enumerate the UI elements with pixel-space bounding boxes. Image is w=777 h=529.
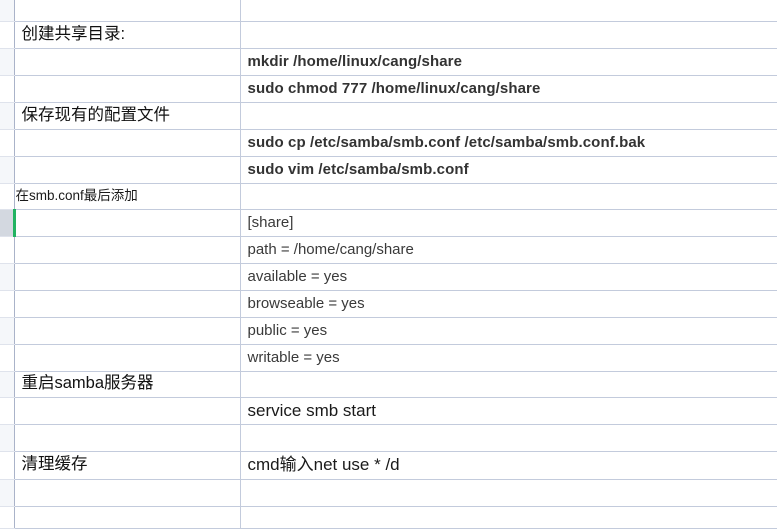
cell-value[interactable]: [share] [240, 209, 777, 236]
cell-label[interactable]: 重启samba服务器 [14, 371, 240, 397]
row-header[interactable] [0, 263, 14, 290]
cell-value-text: available = yes [241, 269, 777, 285]
table-row[interactable]: 在smb.conf最后添加 [0, 183, 777, 209]
cell-value[interactable]: mkdir /home/linux/cang/share [240, 48, 777, 75]
row-header[interactable] [0, 0, 14, 21]
row-header[interactable] [0, 344, 14, 371]
cell-value-text: path = /home/cang/share [241, 242, 777, 258]
cell-value-text: service smb start [241, 402, 777, 420]
cell-value-text: browseable = yes [241, 296, 777, 312]
row-header[interactable] [0, 75, 14, 102]
cell-label[interactable] [14, 209, 240, 236]
cell-label[interactable]: 创建共享目录: [14, 21, 240, 48]
table-row[interactable]: 重启samba服务器 [0, 371, 777, 397]
cell-label[interactable] [14, 397, 240, 424]
cell-label[interactable] [14, 0, 240, 21]
cell-label-text: 保存现有的配置文件 [15, 107, 240, 124]
cell-label[interactable] [14, 156, 240, 183]
cell-value-text: writable = yes [241, 350, 777, 366]
cell-value-text: [share] [241, 215, 777, 231]
cell-label-text: 清理缓存 [15, 456, 240, 473]
cell-label[interactable] [14, 317, 240, 344]
table-row[interactable]: browseable = yes [0, 290, 777, 317]
table-row[interactable]: writable = yes [0, 344, 777, 371]
row-header[interactable] [0, 506, 14, 528]
row-header[interactable] [0, 156, 14, 183]
cell-label[interactable] [14, 236, 240, 263]
cell-value[interactable]: cmd输入net use * /d [240, 451, 777, 479]
table-row[interactable]: 保存现有的配置文件 [0, 102, 777, 129]
cell-value[interactable]: public = yes [240, 317, 777, 344]
table-row[interactable]: public = yes [0, 317, 777, 344]
table-row[interactable] [0, 424, 777, 451]
cell-label[interactable] [14, 344, 240, 371]
cell-value[interactable] [240, 424, 777, 451]
row-header[interactable] [0, 290, 14, 317]
cell-value[interactable]: sudo vim /etc/samba/smb.conf [240, 156, 777, 183]
cell-value[interactable] [240, 102, 777, 129]
table-row[interactable] [0, 479, 777, 506]
cell-value-text: public = yes [241, 323, 777, 339]
table-row[interactable] [0, 506, 777, 528]
cell-value[interactable] [240, 371, 777, 397]
cell-value[interactable]: sudo cp /etc/samba/smb.conf /etc/samba/s… [240, 129, 777, 156]
cell-value[interactable] [240, 183, 777, 209]
row-header[interactable] [0, 424, 14, 451]
cell-value[interactable]: writable = yes [240, 344, 777, 371]
table-row[interactable]: sudo cp /etc/samba/smb.conf /etc/samba/s… [0, 129, 777, 156]
cell-label[interactable] [14, 424, 240, 451]
cell-label[interactable]: 保存现有的配置文件 [14, 102, 240, 129]
cell-label[interactable]: 清理缓存 [14, 451, 240, 479]
cell-label[interactable] [14, 290, 240, 317]
cell-value-text: sudo vim /etc/samba/smb.conf [241, 162, 777, 178]
cell-value[interactable]: service smb start [240, 397, 777, 424]
row-header[interactable] [0, 479, 14, 506]
cell-value[interactable] [240, 0, 777, 21]
cell-value[interactable]: browseable = yes [240, 290, 777, 317]
row-header[interactable] [0, 48, 14, 75]
row-header-selected[interactable] [0, 209, 14, 236]
row-header[interactable] [0, 183, 14, 209]
table-row[interactable]: service smb start [0, 397, 777, 424]
table-row[interactable] [0, 0, 777, 21]
cell-value-text: sudo chmod 777 /home/linux/cang/share [241, 81, 777, 97]
cell-value-text: mkdir /home/linux/cang/share [241, 54, 777, 70]
table-row[interactable]: 创建共享目录: [0, 21, 777, 48]
row-header[interactable] [0, 371, 14, 397]
table-row[interactable]: sudo chmod 777 /home/linux/cang/share [0, 75, 777, 102]
cell-label[interactable] [14, 75, 240, 102]
row-header[interactable] [0, 21, 14, 48]
cell-label[interactable] [14, 479, 240, 506]
cell-label-text: 创建共享目录: [15, 26, 240, 43]
cell-value[interactable] [240, 506, 777, 528]
cell-label[interactable] [14, 129, 240, 156]
table-row[interactable]: available = yes [0, 263, 777, 290]
cell-label[interactable]: 在smb.conf最后添加 [14, 183, 240, 209]
table-row[interactable]: path = /home/cang/share [0, 236, 777, 263]
cell-value[interactable]: available = yes [240, 263, 777, 290]
cell-value[interactable] [240, 21, 777, 48]
cell-value[interactable] [240, 479, 777, 506]
row-header[interactable] [0, 236, 14, 263]
cell-label-text: 重启samba服务器 [15, 375, 240, 392]
row-header[interactable] [0, 397, 14, 424]
table-row[interactable]: mkdir /home/linux/cang/share [0, 48, 777, 75]
cell-label[interactable] [14, 48, 240, 75]
cell-label[interactable] [14, 506, 240, 528]
spreadsheet-canvas[interactable]: 创建共享目录:mkdir /home/linux/cang/share sudo … [0, 0, 777, 511]
table-row[interactable]: [share] [0, 209, 777, 236]
cell-value-text: sudo cp /etc/samba/smb.conf /etc/samba/s… [241, 135, 777, 151]
cell-value[interactable]: path = /home/cang/share [240, 236, 777, 263]
cell-label-text: 在smb.conf最后添加 [15, 189, 240, 203]
row-header[interactable] [0, 451, 14, 479]
row-header[interactable] [0, 102, 14, 129]
table-row[interactable]: sudo vim /etc/samba/smb.conf [0, 156, 777, 183]
cell-value[interactable]: sudo chmod 777 /home/linux/cang/share [240, 75, 777, 102]
cell-value-text: cmd输入net use * /d [241, 456, 777, 474]
row-header[interactable] [0, 129, 14, 156]
row-header[interactable] [0, 317, 14, 344]
cell-label[interactable] [14, 263, 240, 290]
